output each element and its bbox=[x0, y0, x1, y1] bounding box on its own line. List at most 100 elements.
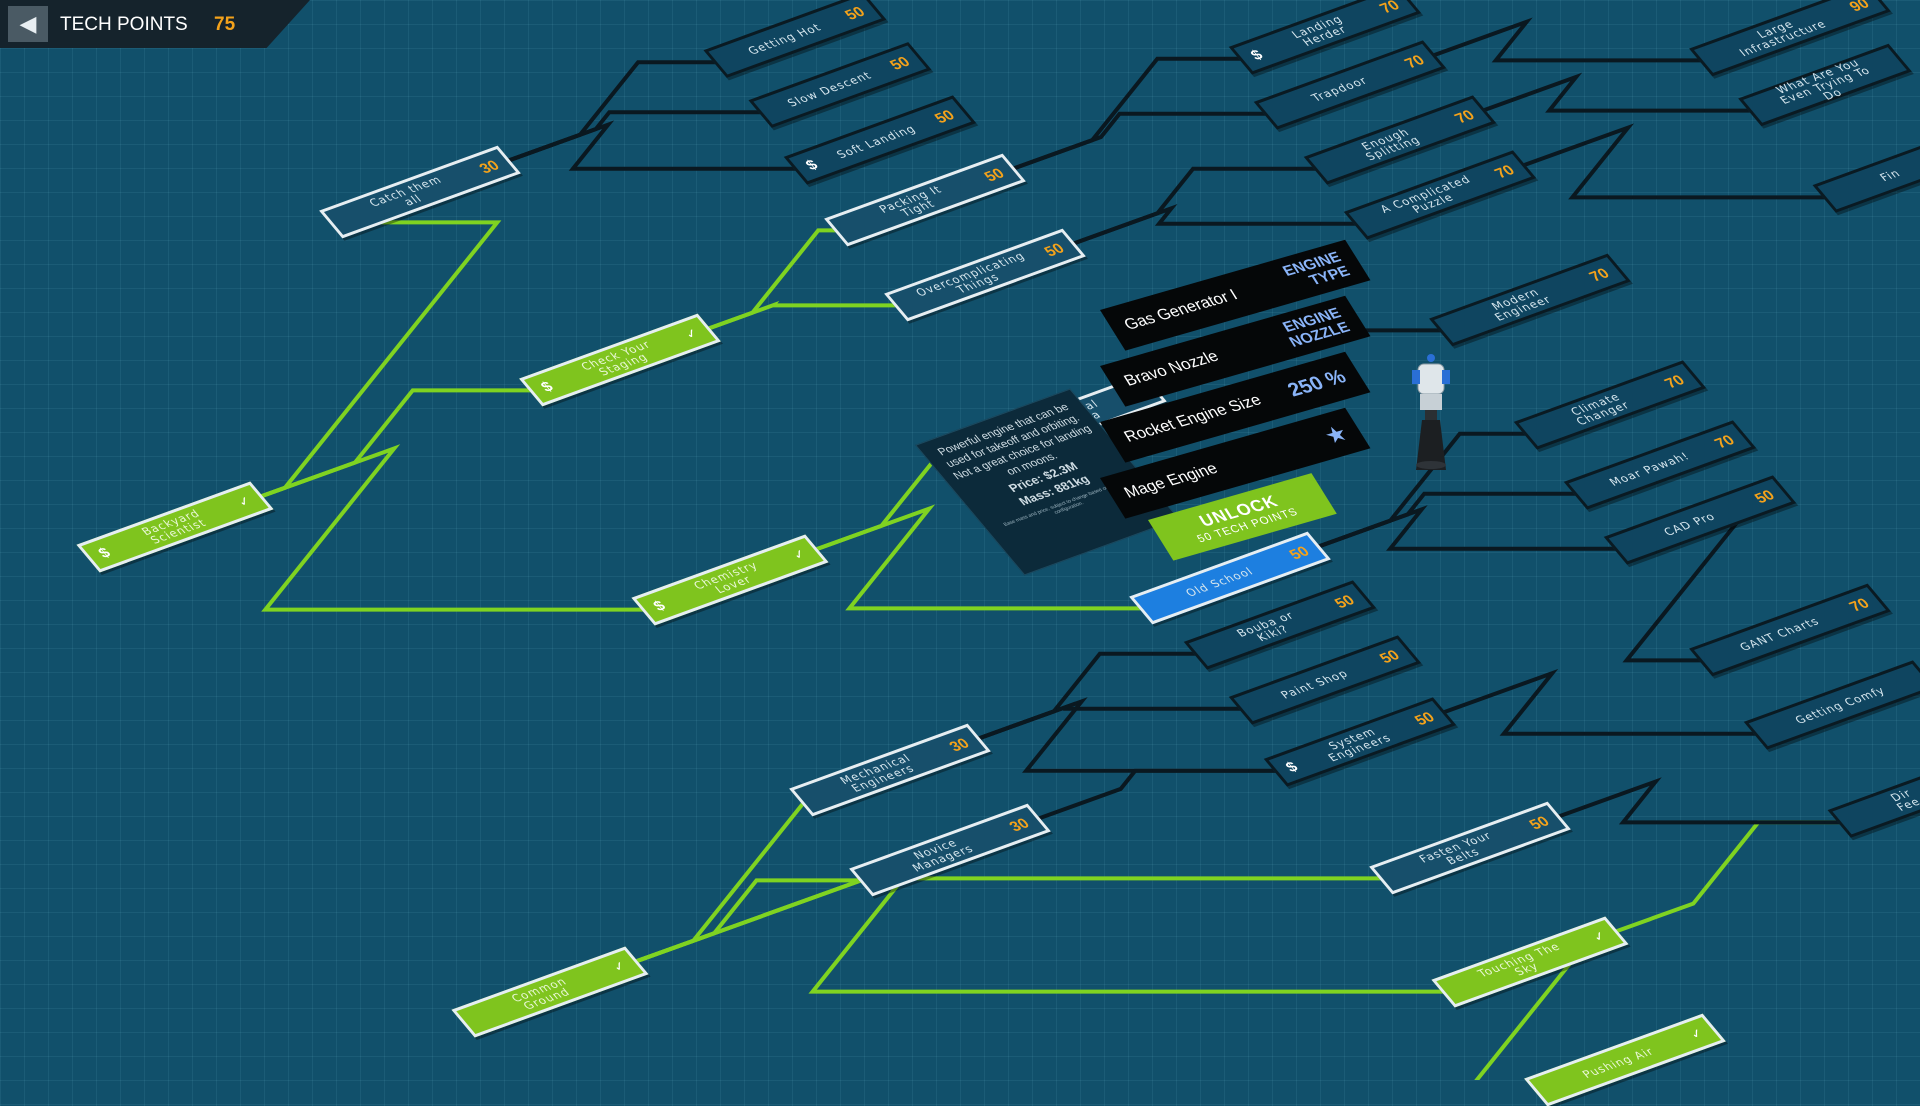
tech-link-fasten-your-belts-to-dir-fee bbox=[1554, 777, 1842, 825]
tech-node-name: Check Your Staging bbox=[578, 338, 654, 379]
tech-link-complicated-puzzle-to-fin bbox=[1520, 123, 1827, 200]
tech-node-name: Enough Splitting bbox=[1358, 125, 1424, 164]
tech-node-name: Backyard Scientist bbox=[138, 507, 210, 547]
tech-node-cost: 30 bbox=[475, 157, 503, 177]
tech-node-name: Fin bbox=[1876, 166, 1904, 184]
tech-link-system-engineers-to-getting-comfy bbox=[1440, 668, 1759, 736]
tech-node-common-ground[interactable]: Common Ground✓ bbox=[451, 946, 649, 1038]
option-value: ENGINE NOZZLE bbox=[1279, 304, 1354, 351]
tech-node-cost: 50 bbox=[1375, 646, 1404, 667]
tech-node-cost: 50 bbox=[930, 106, 959, 127]
star-icon: ★ bbox=[1321, 422, 1351, 447]
tech-node-cost: 50 bbox=[1285, 543, 1313, 563]
tech-node-name: Paint Shop bbox=[1277, 666, 1351, 701]
tech-node-climate-changer[interactable]: Climate Changer 70 bbox=[1513, 360, 1707, 450]
tech-node-cost: 70 bbox=[1375, 0, 1404, 17]
tech-node-name: GANT Charts bbox=[1736, 614, 1823, 654]
tech-node-cost: 70 bbox=[1660, 371, 1689, 392]
tech-node-dir-fee[interactable]: Dir Fee bbox=[1827, 762, 1920, 838]
tech-link-trapdoor-to-large-infrastructure bbox=[1430, 17, 1705, 63]
tech-node-name: Fasten Your Belts bbox=[1416, 829, 1495, 868]
tech-node-backyard-scientist[interactable]: $Backyard Scientist✓ bbox=[76, 481, 274, 573]
tech-node-name: Pushing Air bbox=[1579, 1044, 1657, 1081]
tech-node-name: Dir Fee bbox=[1887, 786, 1920, 814]
tech-node-name: Getting Hot bbox=[744, 20, 824, 57]
tech-node-cost: 50 bbox=[841, 3, 869, 24]
tech-node-overcomplicating[interactable]: Overcomplicating Things 50 bbox=[884, 228, 1086, 322]
tech-node-cost: 50 bbox=[1750, 486, 1779, 507]
tech-node-touching-the-sky[interactable]: Touching The Sky✓ bbox=[1431, 916, 1629, 1008]
tech-node-cost: 50 bbox=[1040, 240, 1068, 260]
tech-link-backyard-scientist-to-chemistry-lover bbox=[257, 444, 647, 612]
tech-node-name: Overcomplicating Things bbox=[913, 249, 1029, 300]
tech-node-name: Touching The Sky bbox=[1475, 940, 1564, 980]
tech-tree-links bbox=[257, 17, 1842, 1080]
tech-node-name: Slow Descent bbox=[784, 68, 875, 109]
tech-node-pushing-air[interactable]: Pushing Air✓ bbox=[1524, 1013, 1726, 1106]
tech-node-cost: 70 bbox=[1490, 161, 1519, 182]
tech-node-name: Catch them all bbox=[366, 173, 445, 210]
tech-node-cost: 30 bbox=[945, 735, 973, 755]
tech-node-check-your-staging[interactable]: $Check Your Staging✓ bbox=[519, 313, 721, 407]
tech-link-chemistry-lover-to-old-school bbox=[812, 504, 1145, 611]
tech-node-name: System Engineers bbox=[1325, 725, 1395, 765]
tech-link-common-ground-to-touching-the-sky bbox=[632, 855, 1447, 994]
tech-points-label: TECH POINTS bbox=[60, 14, 188, 35]
tech-node-cost: 50 bbox=[886, 53, 914, 74]
tech-node-cost: 70 bbox=[1710, 431, 1739, 452]
tech-node-cost: 70 bbox=[1450, 106, 1479, 127]
tech-node-name: A Complicated Puzzle bbox=[1377, 173, 1474, 216]
tech-node-name: Chemistry Lover bbox=[690, 559, 762, 596]
tech-node-cost: 50 bbox=[1410, 708, 1439, 729]
tech-node-name: Mechanical Engineers bbox=[837, 751, 918, 795]
tech-node-name: Old School bbox=[1182, 564, 1257, 599]
tech-node-catch-them-all[interactable]: Catch them all 30 bbox=[319, 145, 521, 239]
tech-node-modern-engineer[interactable]: Modern Engineer 70 bbox=[1429, 253, 1631, 347]
tech-node-name: Common Ground bbox=[508, 975, 574, 1013]
tech-link-enough-splitting-to-what-are-you bbox=[1480, 72, 1753, 114]
tech-node-cost: 30 bbox=[1005, 815, 1033, 835]
tech-link-novice-managers-to-system-engineers bbox=[1034, 768, 1279, 822]
tech-node-name: Landing Herder bbox=[1288, 12, 1350, 49]
tech-link-catch-them-all-to-soft-landing bbox=[504, 120, 799, 171]
back-arrow-icon: ◀ bbox=[19, 11, 37, 36]
tech-node-chemistry-lover[interactable]: $Chemistry Lover✓ bbox=[631, 534, 829, 626]
tech-node-cost: 50 bbox=[980, 165, 1008, 185]
tech-node-cost: 70 bbox=[1845, 595, 1873, 615]
tech-node-cost: 70 bbox=[1585, 265, 1613, 285]
tech-node-gant-charts[interactable]: GANT Charts 70 bbox=[1689, 583, 1891, 677]
tech-node-name: Bouba or Kiki? bbox=[1233, 609, 1298, 644]
tech-node-cost: 70 bbox=[1400, 51, 1429, 72]
tech-node-name: CAD Pro bbox=[1660, 509, 1719, 539]
option-value: 250 % bbox=[1283, 365, 1351, 401]
tech-node-name: Trapdoor bbox=[1308, 73, 1371, 104]
tech-node-cost: 90 bbox=[1845, 0, 1873, 15]
tech-node-name: What Are You Even Trying To Do bbox=[1772, 56, 1874, 107]
tech-node-getting-comfy[interactable]: Getting Comfy bbox=[1743, 660, 1920, 750]
tech-node-name: Soft Landing bbox=[833, 122, 919, 161]
rocket-engine-icon bbox=[1412, 354, 1450, 470]
top-bar: ◀ TECH POINTS 75 bbox=[0, 0, 310, 48]
tech-node-cost: 50 bbox=[1330, 591, 1359, 612]
tech-node-name: Moar Pawah! bbox=[1606, 449, 1693, 489]
tech-node-cost: 50 bbox=[1525, 813, 1553, 833]
tech-link-old-school-to-cad-pro bbox=[1314, 505, 1619, 551]
tech-node-novice-managers[interactable]: Novice Managers 30 bbox=[849, 803, 1051, 897]
tech-node-packing-it-tight[interactable]: Packing It Tight 50 bbox=[824, 153, 1026, 247]
tech-node-name: Climate Changer bbox=[1567, 390, 1633, 428]
back-button[interactable]: ◀ bbox=[8, 6, 48, 42]
tech-node-name: Modern Engineer bbox=[1488, 286, 1555, 324]
tech-node-fin[interactable]: Fin bbox=[1812, 137, 1920, 213]
tech-link-check-your-staging-to-overcomplicating bbox=[704, 300, 900, 332]
tech-node-name: Packing It Tight bbox=[876, 183, 945, 220]
tech-node-name: Large Infrastructure bbox=[1736, 17, 1830, 59]
tech-points-value: 75 bbox=[214, 14, 236, 35]
tech-node-fasten-your-belts[interactable]: Fasten Your Belts 50 bbox=[1369, 801, 1571, 895]
tech-link-packing-it-tight-to-trapdoor bbox=[1009, 111, 1269, 172]
tech-node-mechanical-engineers[interactable]: Mechanical Engineers 30 bbox=[789, 723, 991, 817]
tech-node-name: Novice Managers bbox=[909, 836, 977, 875]
tech-link-overcomplicating-to-complicated-puzzle bbox=[1069, 203, 1359, 247]
